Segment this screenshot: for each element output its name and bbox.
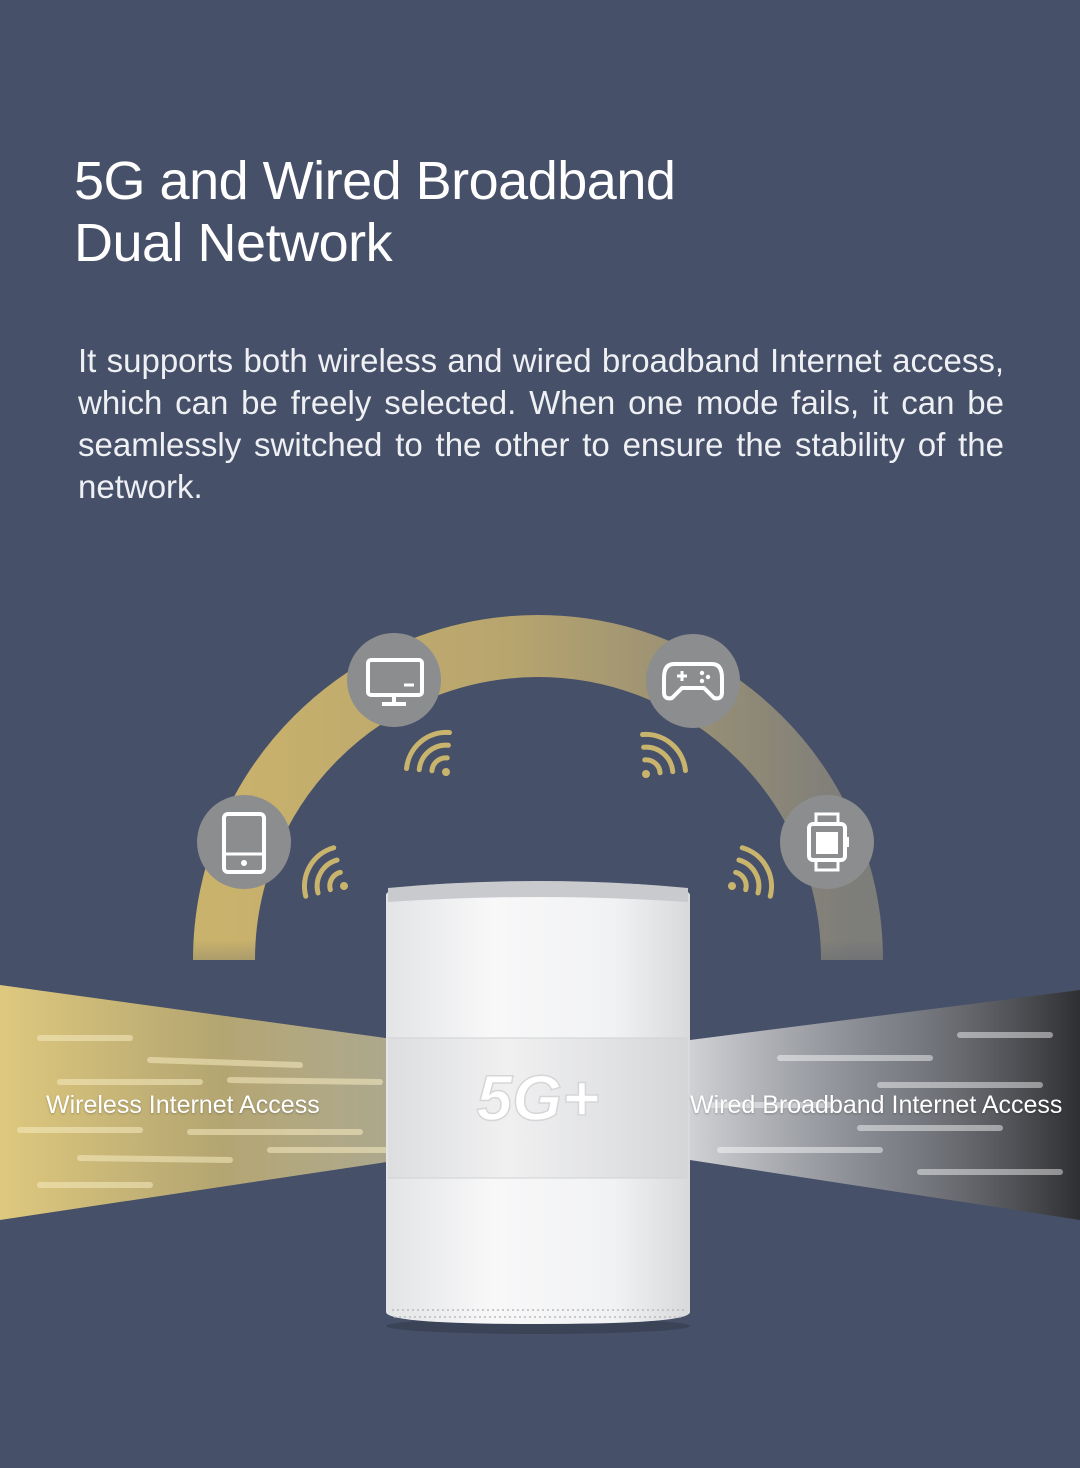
router-device: 5G+: [386, 881, 690, 1334]
gamepad-icon: [646, 634, 740, 728]
wifi-signal-icon: [640, 731, 688, 778]
arc-fade-right: [800, 940, 900, 1030]
wired-beam: [690, 990, 1080, 1220]
page-title: 5G and Wired Broadband Dual Network: [74, 150, 676, 274]
illustration-svg: 5G+: [0, 615, 1080, 1334]
monitor-icon: [347, 633, 441, 727]
wifi-signal-icon: [404, 729, 452, 776]
feature-description: It supports both wireless and wired broa…: [78, 342, 1004, 505]
title-line-1: 5G and Wired Broadband: [74, 151, 676, 211]
wifi-signal-icon: [728, 845, 775, 899]
title-line-2: Dual Network: [74, 213, 393, 273]
router-5g-badge: 5G+: [477, 1062, 600, 1134]
wired-access-label: Wired Broadband Internet Access: [690, 1091, 1063, 1119]
wireless-access-label: Wireless Internet Access: [46, 1091, 320, 1119]
smartwatch-icon: [780, 795, 874, 889]
wifi-signal-icon: [301, 845, 348, 899]
smartphone-icon: [197, 795, 291, 889]
wireless-beam: [0, 985, 400, 1220]
network-illustration: 5G+: [0, 560, 1080, 1468]
